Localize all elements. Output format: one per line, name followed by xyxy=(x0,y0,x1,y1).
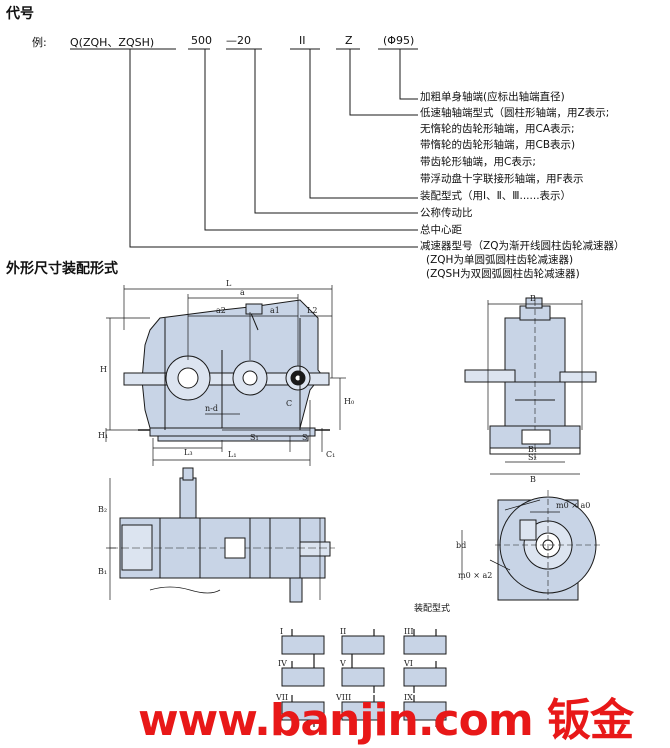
assembly-label-2: II xyxy=(340,627,346,636)
dim-bd: bd xyxy=(456,541,466,550)
dim-B1: B₁ xyxy=(528,445,537,454)
title-code: 代号 xyxy=(6,6,34,22)
front-view xyxy=(123,299,330,442)
dim-a1: a1 xyxy=(270,306,280,315)
code-part-shaft-end: Z xyxy=(345,34,353,47)
dim-S2: S₂ xyxy=(528,453,537,462)
legend-item-zqsh: (ZQSH为双圆弧圆柱齿轮减速器) xyxy=(426,268,580,280)
dim-H0: H₀ xyxy=(344,397,354,406)
assembly-label-3: III xyxy=(404,627,413,636)
dim-S1: S₁ xyxy=(250,433,259,442)
assembly-shafts xyxy=(291,629,437,727)
legend-item-ratio: 公称传动比 xyxy=(420,207,473,219)
dim-L3: L₃ xyxy=(184,448,193,457)
dim-L1: L₁ xyxy=(228,450,237,459)
legend-item-thickened-shaft: 加粗单身轴端(应标出轴端直径) xyxy=(420,91,565,103)
dim-S: S xyxy=(302,433,307,442)
code-part-assembly: II xyxy=(299,34,306,47)
dimension-labels: L a a2 a1 L2 H H₀ H₁ n-d S₁ C S C₁ L₃ L₁… xyxy=(98,279,590,580)
assembly-label-9: IX xyxy=(404,693,413,702)
dim-a2: a2 xyxy=(216,306,226,315)
assembly-label-8: VIII xyxy=(335,693,351,702)
code-part-diameter: (Φ95) xyxy=(383,34,415,47)
legend-item-ca: 无惰轮的齿轮形轴端，用CA表示; xyxy=(420,123,575,135)
legend-item-f: 带浮动盘十字联接形轴端，用F表示 xyxy=(420,173,584,185)
legend-item-low-speed-shaft: 低速轴轴端型式（圆柱形轴端，用Z表示; xyxy=(420,107,610,119)
legend-item-zqh: (ZQH为单圆弧圆柱齿轮减速器) xyxy=(426,254,574,266)
legend-item-cb: 带惰轮的齿轮形轴端，用CB表示) xyxy=(420,139,576,151)
title-dimensions: 外形尺寸装配形式 xyxy=(6,261,118,277)
code-part-model: Q(ZQH、ZQSH) xyxy=(70,36,155,49)
dim-L: L xyxy=(226,279,232,288)
code-part-center-distance: 500 xyxy=(191,34,212,47)
dim-C: C xyxy=(286,399,292,408)
top-view xyxy=(106,467,335,603)
dim-H1: H₁ xyxy=(98,431,108,440)
code-part-ratio: —20 xyxy=(226,34,251,47)
code-example-prefix: 例: xyxy=(32,36,47,49)
side-view xyxy=(464,297,597,475)
dim-C1: C₁ xyxy=(326,450,335,459)
dim-a: a xyxy=(240,288,245,297)
legend-item-center-distance: 总中心距 xyxy=(420,224,462,236)
dim-B-top: B xyxy=(530,294,536,303)
front-dimension-lines xyxy=(105,285,346,466)
assembly-label-5: V xyxy=(339,659,346,668)
assembly-caption: 装配型式 xyxy=(414,604,451,614)
assembly-label-7: VII xyxy=(275,693,288,702)
legend-item-c: 带齿轮形轴端，用C表示; xyxy=(420,156,536,168)
dim-B-bottom: B xyxy=(530,475,536,484)
dim-H: H xyxy=(100,365,107,374)
watermark: www.banjin.com 钣金 xyxy=(138,695,634,746)
dim-B1-top-view: B₁ xyxy=(98,567,107,576)
assembly-label-6: VI xyxy=(403,659,413,668)
assembly-label-1: I xyxy=(280,627,283,636)
dim-m0xa2: m0 × a2 xyxy=(458,571,492,580)
assembly-labels: I II III IV V VI VII VIII IX xyxy=(275,627,413,702)
dim-n-d: n-d xyxy=(205,404,218,413)
legend-item-assembly-type: 装配型式（用Ⅰ、Ⅱ、Ⅲ......表示） xyxy=(420,190,572,202)
legend-item-model: 减速器型号（ZQ为渐开线圆柱齿轮减速器） xyxy=(420,240,625,252)
dim-B2: B₂ xyxy=(98,505,107,514)
assembly-types xyxy=(281,635,447,721)
dim-L2: L2 xyxy=(307,306,317,315)
assembly-label-4: IV xyxy=(278,659,287,668)
dim-m0xa0: m0 × a0 xyxy=(556,501,590,510)
end-view xyxy=(461,490,600,601)
code-leader-lines xyxy=(70,48,418,248)
